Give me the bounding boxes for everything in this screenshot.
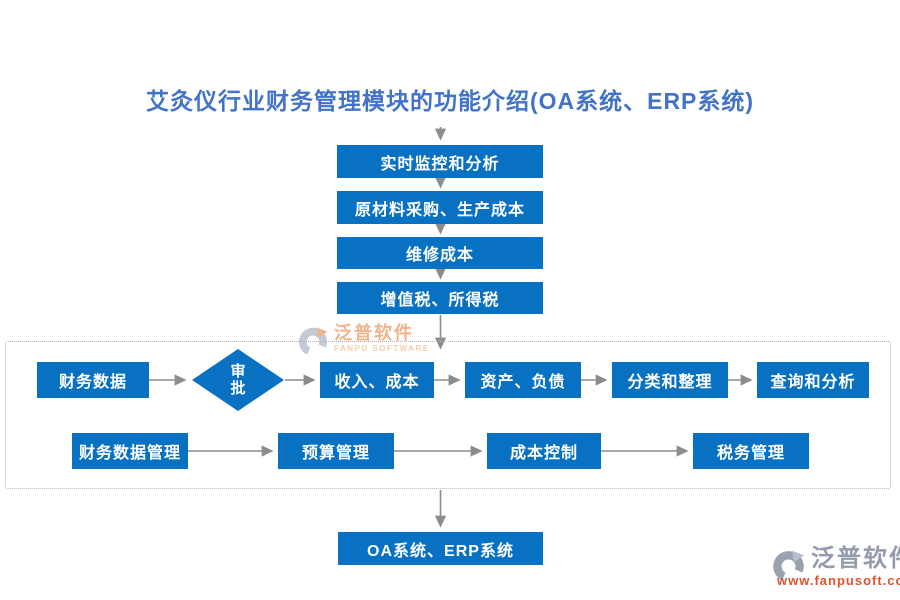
watermark-subtitle-text: FANPU SOFTWARE: [334, 343, 430, 353]
page-title: 艾灸仪行业财务管理模块的功能介绍(OA系统、ERP系统): [145, 88, 755, 114]
flow-node-financial-data: 财务数据: [37, 362, 149, 398]
watermark-url-text: www.fanpusoft.com: [777, 573, 900, 588]
chain-node-vat-income-tax: 增值税、所得税: [337, 282, 543, 314]
watermark-brand-text: 泛普软件: [811, 545, 900, 572]
chain-node-realtime-monitoring: 实时监控和分析: [337, 145, 543, 178]
process-group-container: [5, 341, 891, 489]
watermark-brand-text: 泛普软件: [334, 323, 414, 343]
flow-node-cost-control: 成本控制: [487, 433, 601, 469]
watermark-bottom-right: 泛普软件 www.fanpusoft.com: [770, 547, 900, 589]
chain-node-material-production-cost: 原材料采购、生产成本: [337, 191, 543, 224]
flow-node-budget-management: 预算管理: [278, 433, 394, 469]
flow-node-financial-data-management: 财务数据管理: [72, 433, 188, 469]
fanpu-logo-icon: [770, 547, 807, 589]
flow-node-assets-liabilities: 资产、负债: [465, 362, 581, 398]
watermark-center: 泛普软件 FANPU SOFTWARE: [296, 323, 430, 363]
chain-node-maintenance-cost: 维修成本: [337, 237, 543, 269]
flow-node-classify-organize: 分类和整理: [612, 362, 728, 398]
flow-node-revenue-cost: 收入、成本: [320, 362, 434, 398]
flow-node-query-analysis: 查询和分析: [757, 362, 869, 398]
bottom-node-oa-erp-system: OA系统、ERP系统: [338, 532, 543, 565]
flow-node-tax-management: 税务管理: [693, 433, 809, 469]
decision-label: 审批: [230, 362, 246, 397]
fanpu-logo-icon: [296, 324, 330, 363]
